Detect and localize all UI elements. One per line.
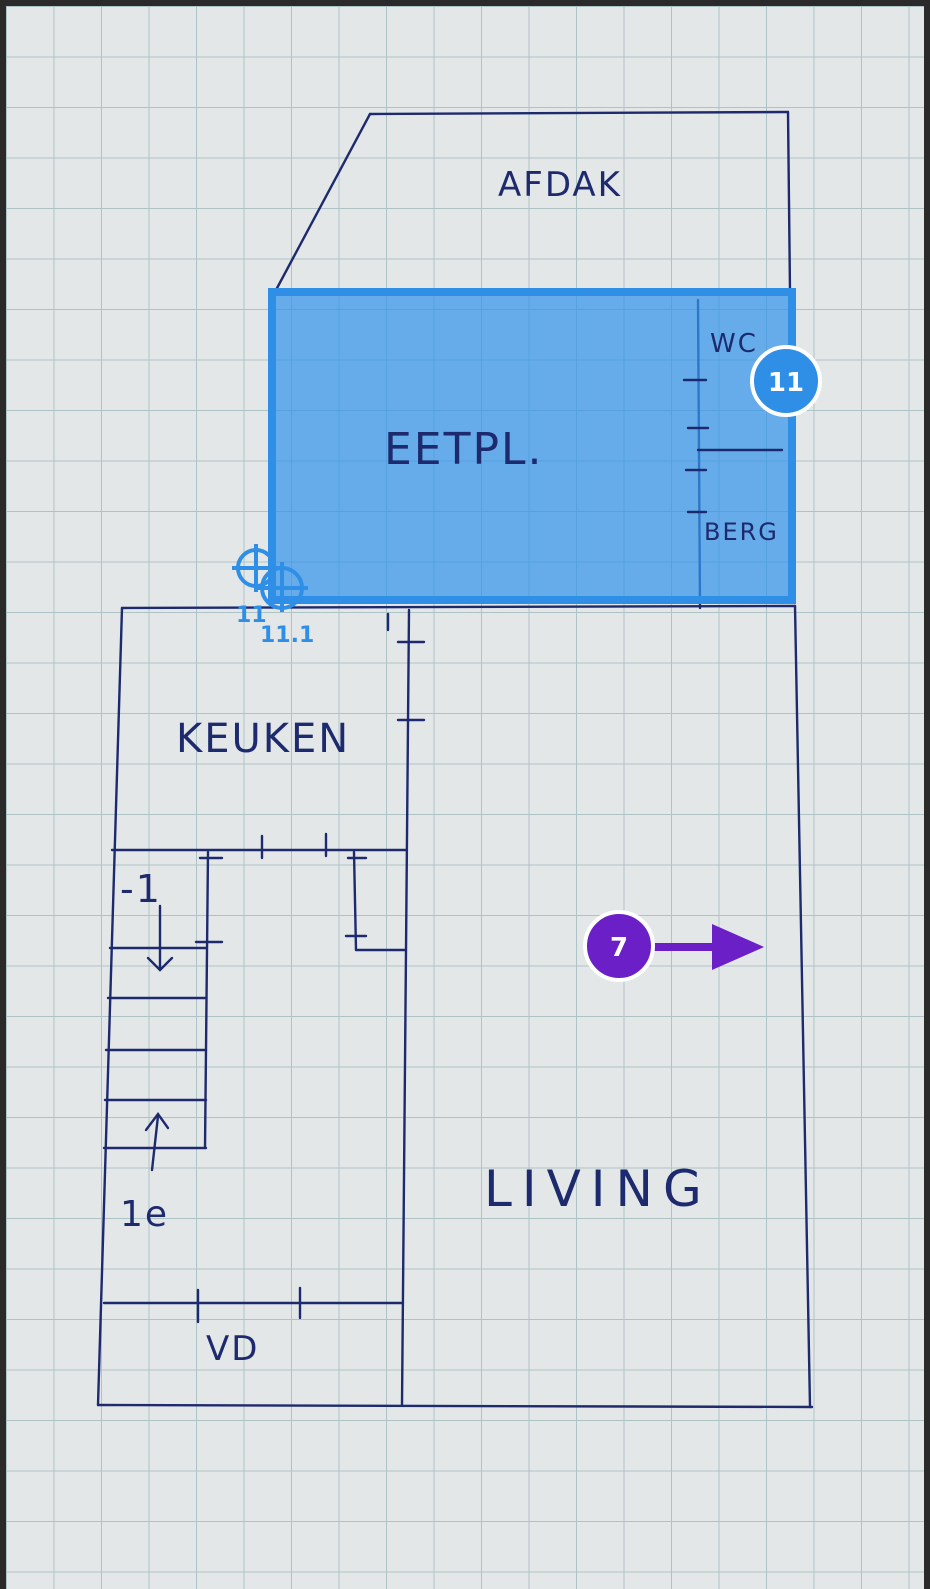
arrow-right-icon xyxy=(712,924,764,970)
marker-7-label: 7 xyxy=(610,933,628,963)
label-vd: VD xyxy=(206,1329,259,1369)
room-badge-11[interactable]: 11 xyxy=(750,345,822,417)
interior-lines xyxy=(102,612,426,1324)
label-first-floor: 1e xyxy=(120,1194,169,1235)
marker-7[interactable]: 7 xyxy=(583,910,764,982)
wc-berg-lines xyxy=(682,378,784,514)
label-eetplaats: EETPL. xyxy=(384,424,544,475)
handle-label-11-1: 11.1 xyxy=(260,623,314,648)
afdak-outline xyxy=(274,110,792,294)
room-badge-11-label: 11 xyxy=(768,368,804,398)
label-wc: WC xyxy=(710,329,758,359)
house-outline xyxy=(96,298,814,1409)
selected-room-eetplaats[interactable] xyxy=(268,288,796,604)
graph-paper xyxy=(6,6,924,1589)
label-afdak: AFDAK xyxy=(498,165,622,205)
handle-label-11: 11 xyxy=(236,603,267,628)
corner-handle-11-1[interactable]: 11.1 xyxy=(256,562,314,648)
label-floor-minus-one: -1 xyxy=(120,867,162,911)
label-living: LIVING xyxy=(484,1160,712,1218)
label-keuken: KEUKEN xyxy=(176,716,350,762)
label-berging: BERG xyxy=(704,518,779,546)
